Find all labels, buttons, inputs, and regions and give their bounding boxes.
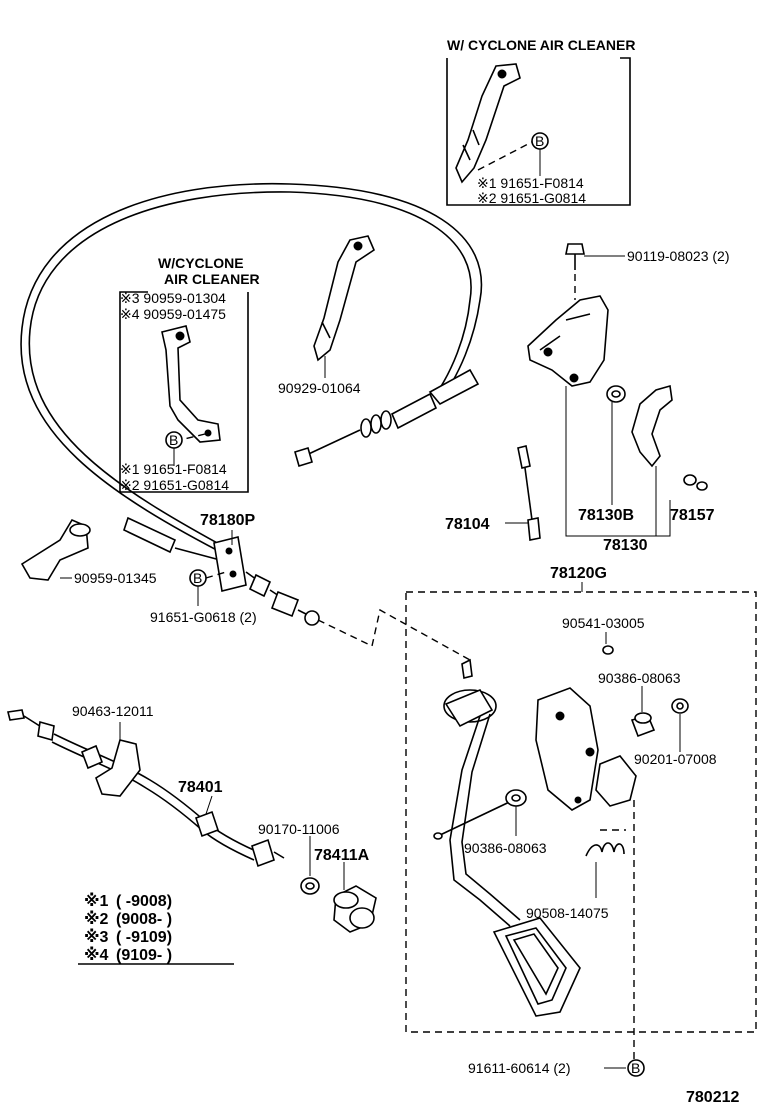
- label-78401: 78401: [178, 779, 223, 796]
- legend-mark-2: ※2: [84, 910, 109, 928]
- label-78130: 78130: [603, 537, 648, 554]
- legend-range-1: ( -9008): [116, 893, 172, 910]
- washer-90201: [671, 698, 689, 752]
- label-78120G: 78120G: [550, 565, 607, 582]
- clamp-90959: [20, 518, 91, 581]
- left-inset-part-d: ※2 91651-G0814: [120, 477, 229, 493]
- cable-78401: [7, 709, 285, 868]
- label-90201: 90201-07008: [634, 751, 717, 767]
- nut-78157: [683, 474, 708, 491]
- label-90386-upper: 90386-08063: [598, 670, 681, 686]
- legend-range-4: (9109- ): [116, 947, 172, 964]
- left-inset-title1: W/CYCLONE: [158, 255, 244, 271]
- label-90119: 90119-08023 (2): [627, 248, 729, 264]
- spring-90508: [585, 829, 626, 898]
- label-90508: 90508-14075: [526, 905, 609, 921]
- label-78180P: 78180P: [200, 512, 255, 529]
- legend-range-3: ( -9109): [116, 929, 172, 946]
- pedal-bracket: [535, 687, 637, 811]
- cap-78411A: [333, 862, 377, 933]
- diagram-number: 780212: [686, 1089, 739, 1106]
- bushing-90386-upper: [630, 686, 656, 738]
- legend-mark-1: ※1: [84, 892, 109, 910]
- top-inset-part2: ※2 91651-G0814: [477, 190, 586, 206]
- bushing-78130B: [606, 385, 626, 403]
- label-91611: 91611-60614 (2): [468, 1060, 570, 1076]
- label-90170: 90170-11006: [258, 821, 340, 837]
- bushing-90386-lower: [505, 789, 527, 836]
- legend-mark-3: ※3: [84, 928, 109, 946]
- bolt-90119: [565, 243, 625, 300]
- label-78157: 78157: [670, 507, 715, 524]
- screw-90541: [602, 632, 614, 655]
- left-inset-part-c: ※1 91651-F0814: [120, 461, 227, 477]
- label-90959: 90959-01345: [74, 570, 157, 586]
- label-78130B: 78130B: [578, 507, 634, 524]
- pedal-pad: [492, 917, 581, 1017]
- pedal-assembly-box: [405, 591, 757, 1033]
- legend: ※1 ( -9008) ※2 (9008- ) ※3 ( -9109) ※4 (…: [78, 892, 234, 965]
- pedal-arm: [433, 658, 523, 927]
- label-90541: 90541-03005: [562, 615, 645, 631]
- lever-78130: [631, 384, 673, 468]
- top-inset: W/ CYCLONE AIR CLEANER B ※1 91651-F0814 …: [446, 37, 635, 206]
- b-marker-top-letter: B: [535, 133, 544, 149]
- label-78411A: 78411A: [314, 847, 370, 864]
- b-marker-91651-letter: B: [193, 570, 202, 586]
- label-78104: 78104: [445, 516, 490, 533]
- top-inset-part1: ※1 91651-F0814: [477, 175, 584, 191]
- left-inset-part-a: ※3 90959-01304: [120, 290, 226, 306]
- left-inset: W/CYCLONE AIR CLEANER ※3 90959-01304 ※4 …: [119, 255, 260, 493]
- link-bracket-78130: [527, 295, 609, 387]
- label-90386-lower: 90386-08063: [464, 840, 547, 856]
- throttle-cable-78180P: [20, 182, 483, 661]
- cyclone-bracket-left: [161, 325, 221, 443]
- left-inset-part-b: ※4 90959-01475: [120, 306, 226, 322]
- left-inset-title2: AIR CLEANER: [164, 271, 260, 287]
- b-marker-left: B: [165, 431, 183, 466]
- legend-range-2: (9008- ): [116, 911, 172, 928]
- b-marker-left-letter: B: [169, 432, 178, 448]
- nut-90170: [300, 836, 320, 895]
- cyclone-bracket-top: [455, 63, 533, 184]
- top-inset-title: W/ CYCLONE AIR CLEANER: [447, 37, 635, 53]
- legend-mark-4: ※4: [84, 946, 109, 964]
- rod-78104: [517, 445, 541, 541]
- b-marker-91651: B: [189, 569, 227, 606]
- bracket-90929: [313, 235, 375, 378]
- label-91651: 91651-G0618 (2): [150, 609, 257, 625]
- clamp-90463: [95, 722, 141, 797]
- label-90929: 90929-01064: [278, 380, 361, 396]
- b-marker-bottom: B: [627, 1059, 645, 1077]
- b-marker-bottom-letter: B: [631, 1060, 640, 1076]
- label-90463: 90463-12011: [72, 703, 154, 719]
- b-marker-top: B: [531, 132, 549, 176]
